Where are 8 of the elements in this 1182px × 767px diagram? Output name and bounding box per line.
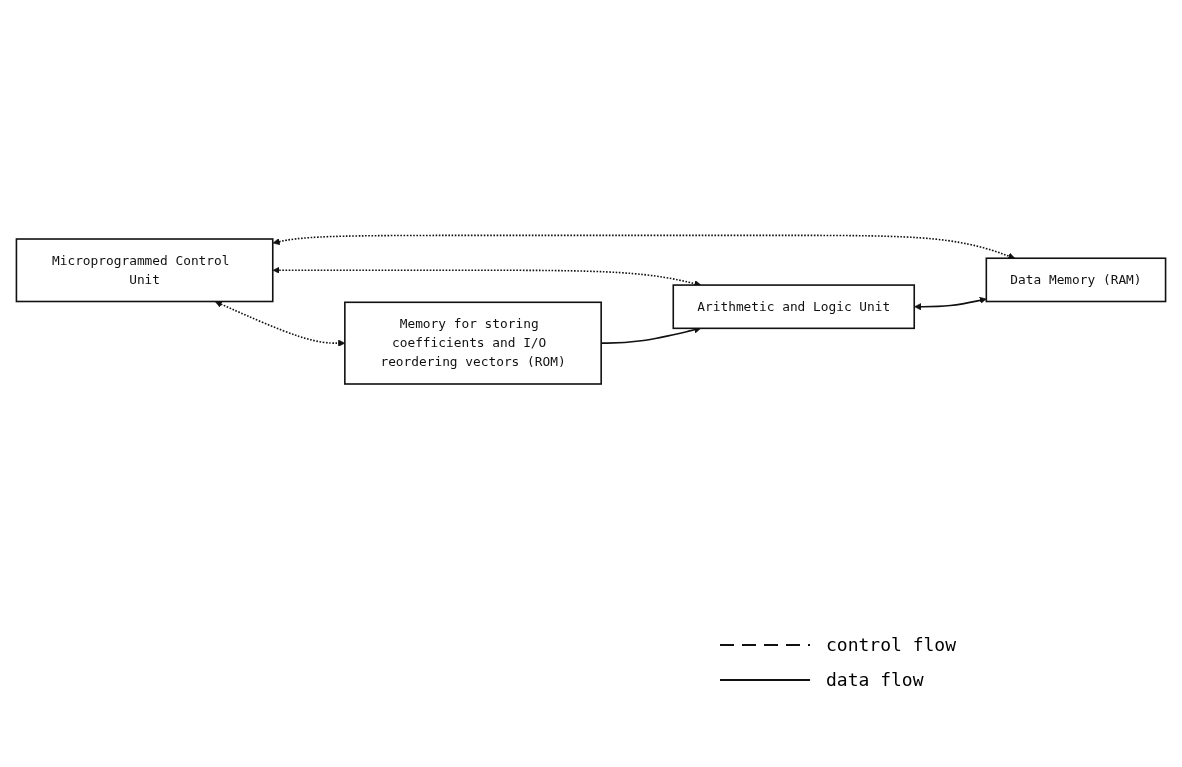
arrow [914,297,987,311]
arrow [272,234,1016,260]
node-box: Memory for storing coefficients and I/O reordering vectors (ROM) [344,301,602,386]
node-box: Arithmetic and Logic Unit [672,284,916,330]
node-box: Microprogrammed Control Unit [15,238,274,303]
legend-text: data flow [826,669,924,690]
legend-text: control flow [826,634,957,655]
node-box: Data Memory (RAM) [985,257,1167,303]
